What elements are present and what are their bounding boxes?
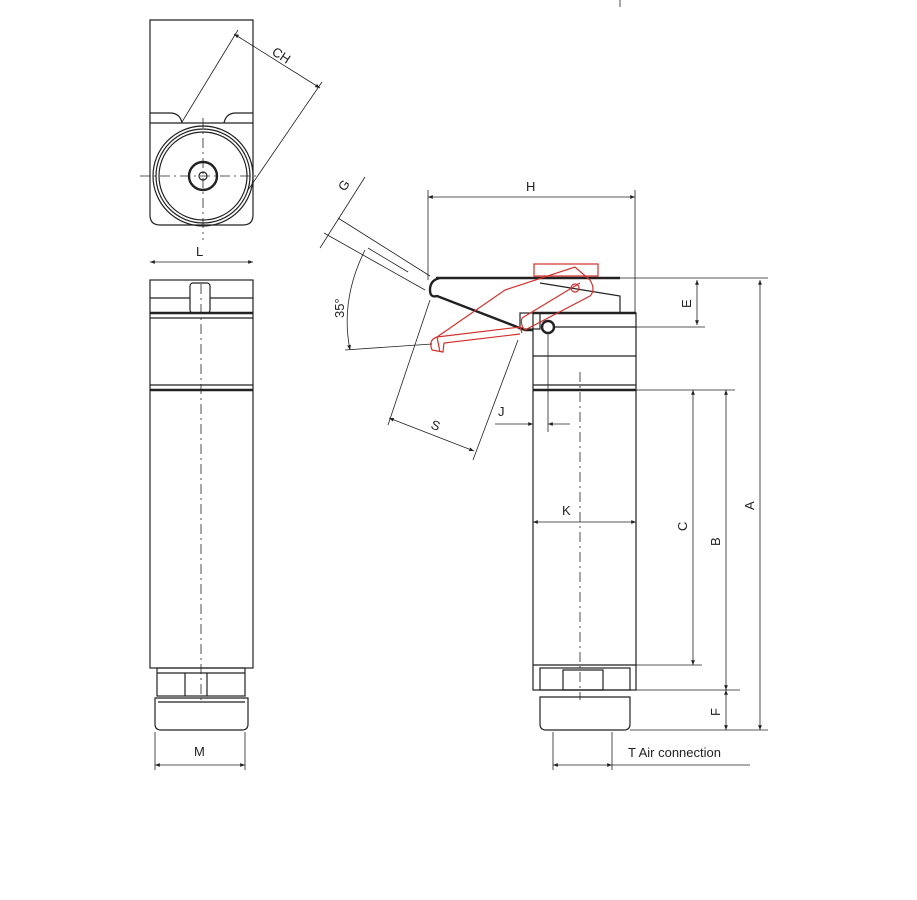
side-view: H G 35° S J K E C (319, 176, 768, 770)
dim-label-l: L (196, 244, 203, 259)
dim-label-t: T Air connection (628, 745, 721, 760)
dim-label-a: A (742, 501, 757, 510)
top-view: CH L (140, 19, 323, 264)
dim-label-j: J (498, 404, 505, 419)
dim-label-g: G (335, 177, 353, 194)
dim-label-k: K (562, 503, 571, 518)
dim-label-m: M (194, 744, 205, 759)
dim-label-s: S (429, 417, 443, 434)
dim-label-e: E (679, 299, 694, 308)
dim-label-c: C (675, 522, 690, 531)
dim-label-f: F (708, 708, 723, 716)
dim-label-h: H (526, 179, 535, 194)
dim-label-ch: CH (269, 44, 293, 67)
dim-label-b: B (708, 537, 723, 546)
dim-label-angle: 35° (332, 298, 347, 318)
front-view: M (149, 279, 254, 770)
